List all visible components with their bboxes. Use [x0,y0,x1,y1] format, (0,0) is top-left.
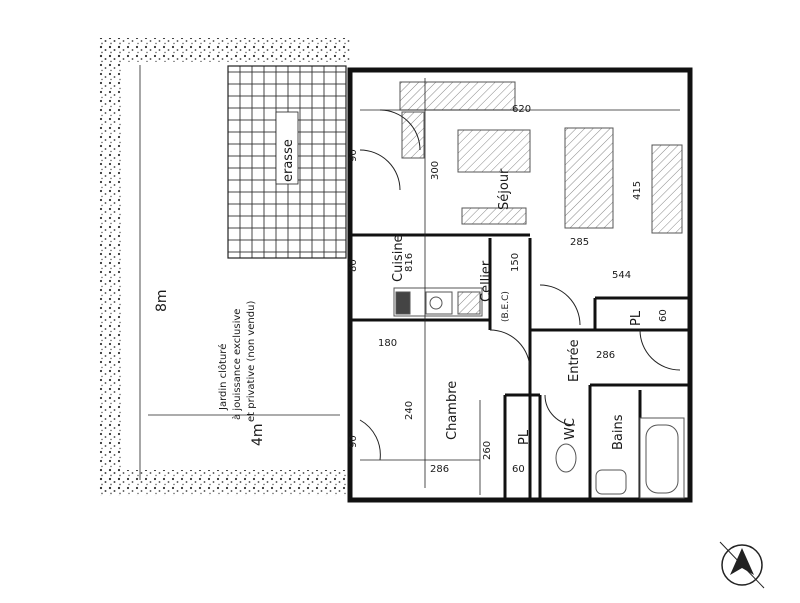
label-entree: Entrée [567,339,582,382]
dim-pl-bottom-len: 260 [482,441,493,460]
dimension-lines [139,65,680,495]
dim-window3: 80 [348,259,359,272]
label-wc: WC [563,418,578,440]
north-arrow-icon [719,541,765,589]
label-terrasse: erasse [281,139,296,182]
door-swings [359,109,681,461]
handwritten-8m: 8m [154,289,170,312]
dim-chambre-len: 240 [404,401,415,420]
dim-sejour-length: 415 [632,181,643,200]
dim-cuisine-len: 816 [404,253,415,272]
dim-entree-w: 286 [596,350,615,361]
outer-walls [347,67,693,503]
dim-chambre-w: 286 [430,464,449,475]
label-cuisine: Cuisine [391,234,406,282]
dim-sejour-depth: 300 [430,161,441,180]
dim-window2: 90 [348,435,359,448]
dim-pl-right-w: 544 [612,270,631,281]
interior-walls [350,233,690,500]
label-pl-right: PL [629,310,644,326]
label-cellier: Cellier [479,260,494,302]
garden-note-line1: Jardin clôturé [217,344,229,411]
label-chambre: Chambre [445,381,460,440]
label-pl-bottom: PL [517,429,532,445]
dim-pl-bottom-d: 60 [512,464,525,475]
dim-sejour-width: 620 [512,104,531,115]
furniture [393,81,685,499]
dim-window1: 180 [378,338,397,349]
dim-cellier-w: 150 [510,253,521,272]
dim-pl-right-d: 60 [658,309,669,322]
handwritten-4m: 4m [250,423,266,446]
garden-note-line2: à jouissance exclusive [231,309,243,420]
garden-note-line3: et privative (non vendu) [246,301,257,422]
terrace [227,65,347,259]
label-bec: (B.E.C) [501,291,511,322]
dim-window4: 90 [348,149,359,162]
dim-sejour-mid: 285 [570,237,589,248]
label-sejour: Séjour [497,168,512,210]
label-bains: Bains [611,414,626,450]
